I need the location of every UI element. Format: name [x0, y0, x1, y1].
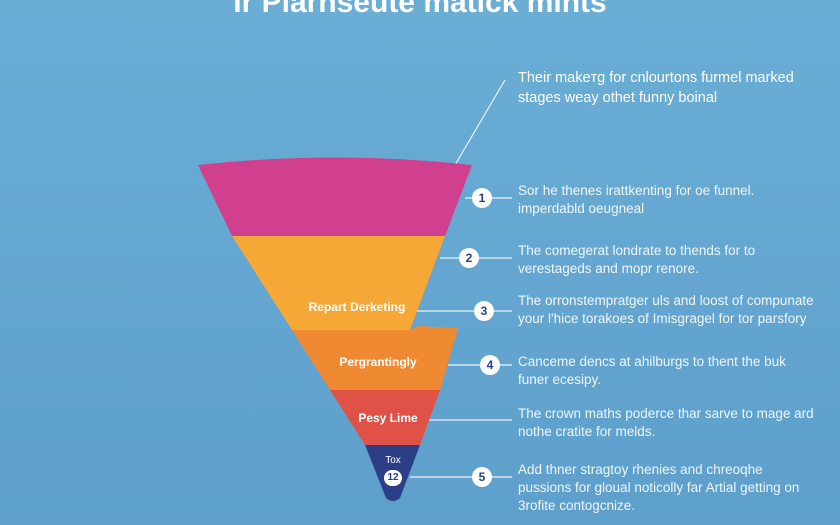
step-description-3: The orronstempratger uls and loost of co… — [518, 293, 814, 326]
funnel-layer-1 — [198, 157, 472, 236]
funnel-layer-2 — [232, 236, 445, 330]
funnel-label-3: Repart Derketing — [308, 300, 406, 314]
step-description-6: Add thner stragtoy rhenies and chreoqhe … — [518, 462, 800, 513]
page-title: Ir Plarnseute matick mints — [233, 0, 607, 19]
step-description-4: Canceme dencs at ahilburgs to thent the … — [518, 354, 786, 387]
step-badge-3: 3 — [474, 301, 494, 321]
funnel-label-6: Tox — [385, 455, 401, 466]
funnel-label-4: Pergrantingly — [339, 355, 417, 369]
funnel-label-5: Pesy Lime — [358, 411, 418, 425]
funnel-badge: 12 — [384, 470, 402, 486]
funnel-layer-3 — [292, 326, 458, 390]
step-description-1: Sor he thenes irattkenting for oe funnel… — [518, 183, 755, 216]
funnel-layer-4 — [330, 390, 440, 445]
step-badge-5: 5 — [472, 467, 492, 487]
step-description-5: The crown maths poderce thar sarve to ma… — [518, 406, 814, 439]
intro-text: Their makeтg for cnlourtons furmel marke… — [518, 70, 794, 106]
step-description-2: The comegerat londrate to thends for to … — [518, 243, 756, 276]
step-badge-2: 2 — [459, 248, 479, 268]
step-badge-4: 4 — [480, 355, 500, 375]
connector-line-intro — [454, 79, 506, 166]
step-badge-1: 1 — [472, 188, 492, 208]
